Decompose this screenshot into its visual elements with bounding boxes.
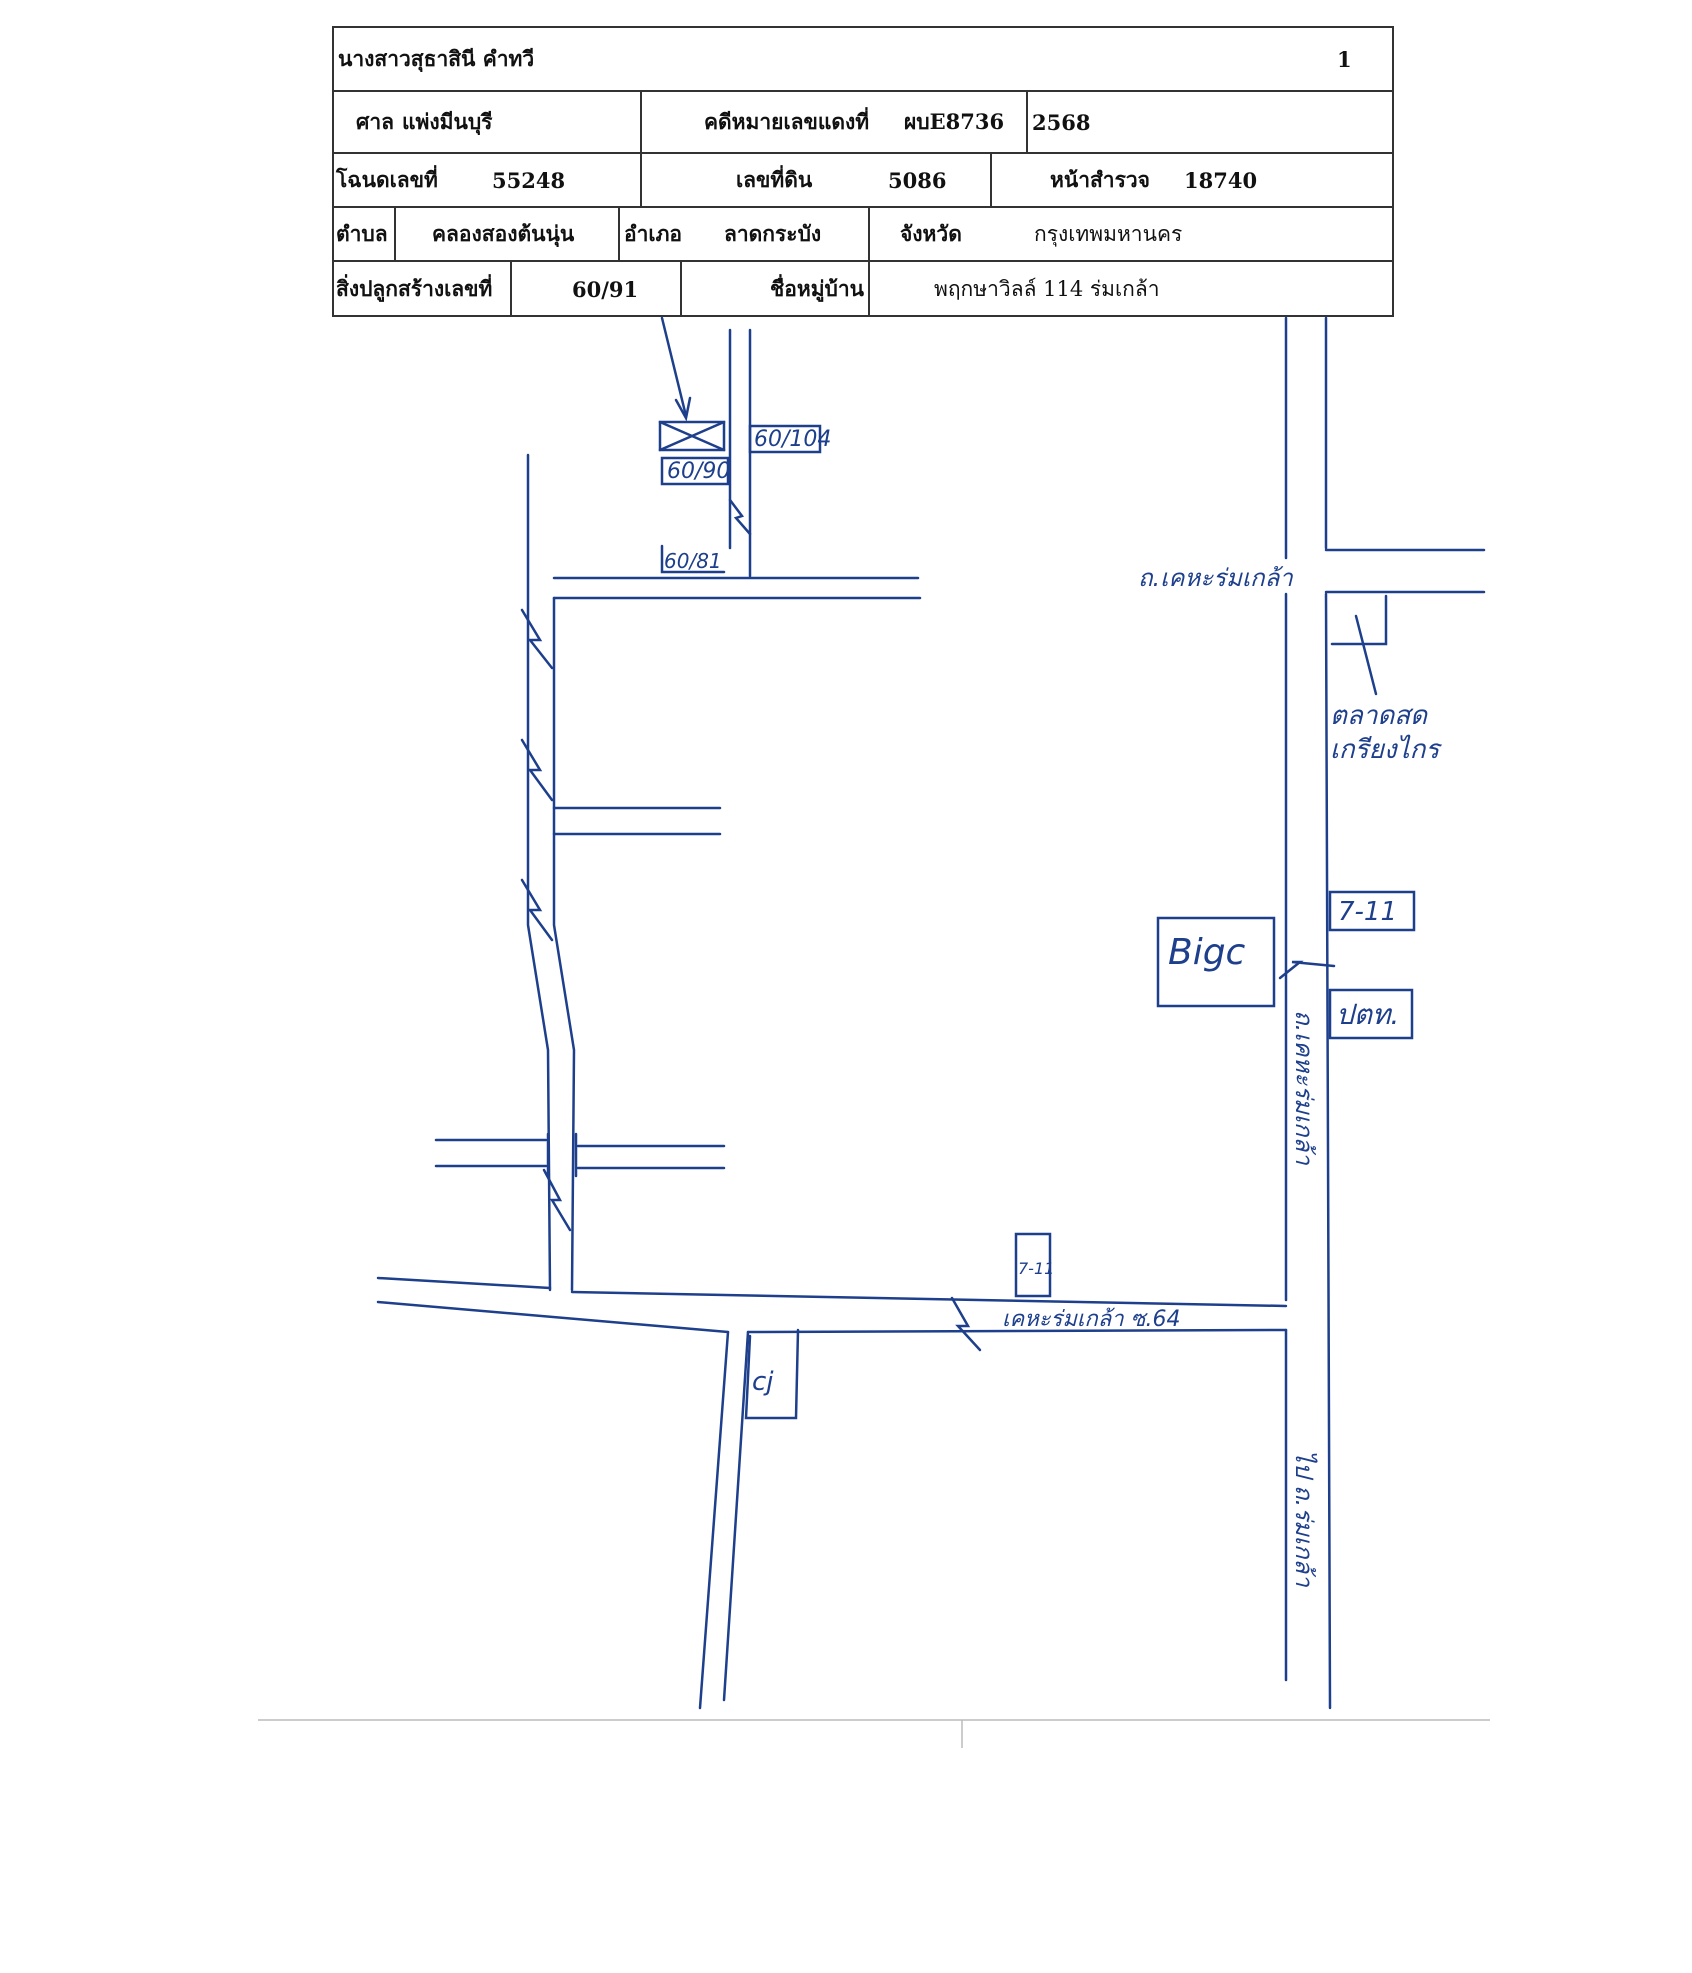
soi-64-label: เคหะร่มเกล้า ซ.64 [1002, 1307, 1180, 1332]
soi-vertical-top [728, 328, 752, 578]
village: พฤกษาวิลล์ 114 ร่มเกล้า [934, 277, 1160, 301]
land-label: เลขที่ดิน [736, 166, 813, 192]
house-label-box-60-90 [660, 456, 730, 486]
main-road-keha-romklao [1278, 316, 1486, 1710]
building-label-cell: สิ่งปลูกสร้างเลขที่ [334, 262, 510, 317]
house-label-60-104: 60/104 [754, 427, 831, 452]
store-7-11: 7-11 [1338, 897, 1397, 927]
deed-number: 55248 [492, 167, 566, 193]
owner-name: นางสาวสุธาสินี คำทวี [338, 45, 535, 71]
case-number: ผบE8736 [904, 108, 1005, 134]
village-label-cell: ชื่อหมู่บ้าน [680, 262, 868, 317]
market-label-line1: ตลาดสด [1330, 701, 1428, 731]
owner-row: นางสาวสุธาสินี คำทวี 1 [334, 28, 1392, 92]
survey-label: หน้าสำรวจ [1050, 166, 1150, 192]
case-label: คดีหมายเลขแดงที่ [704, 108, 870, 134]
store-7-11-soi64-box [1014, 1232, 1052, 1298]
subdistrict-label-cell: ตำบล [334, 208, 394, 260]
village-cell: พฤกษาวิลล์ 114 ร่มเกล้า [868, 262, 1392, 317]
house-label-60-90: 60/90 [667, 459, 730, 484]
store-7-11-box [1328, 890, 1416, 932]
district: ลาดกระบัง [724, 220, 822, 246]
district-label: อำเภอ [624, 220, 683, 246]
deed-label: โฉนดเลขที่ [336, 166, 438, 192]
soi-horizontal-top [552, 576, 922, 600]
land-number-cell: เลขที่ดิน 5086 [640, 154, 990, 206]
bigc-label: Bigc [1168, 932, 1246, 973]
building-label: สิ่งปลูกสร้างเลขที่ [336, 276, 493, 301]
province: กรุงเทพมหานคร [1034, 221, 1183, 246]
house-label-60-81: 60/81 [664, 549, 722, 573]
location-row: ตำบล คลองสองต้นนุ่น อำเภอ ลาดกระบัง จังห… [334, 208, 1392, 262]
ptt-box [1328, 988, 1414, 1040]
court-name: แพ่งมีนบุรี [402, 108, 493, 134]
case-number-cell: คดีหมายเลขแดงที่ ผบE8736 [640, 92, 1026, 152]
house-label-box-60-81 [660, 544, 726, 574]
soi-64-road [376, 1276, 1288, 1710]
building-number-cell: 60/91 [510, 262, 680, 317]
side-soi-middle [552, 806, 722, 836]
page-number-cell: 1 [1337, 28, 1377, 90]
subdistrict-label: ตำบล [336, 220, 388, 246]
bigc-box [1156, 916, 1276, 1008]
market-marker [1330, 594, 1388, 696]
subdistrict-cell: คลองสองต้นนุ่น [394, 208, 618, 260]
survey-cell: หน้าสำรวจ 18740 [990, 154, 1392, 206]
cj-store: cj [752, 1367, 774, 1397]
to-romklao-label: ไป ถ.ร่มเกล้า [1290, 1450, 1318, 1588]
province-label: จังหวัด [900, 220, 962, 246]
province-cell: จังหวัด กรุงเทพมหานคร [868, 208, 1392, 260]
case-year: 2568 [1032, 109, 1091, 135]
cross-soi-lower [434, 1132, 726, 1178]
survey-number: 18740 [1184, 167, 1258, 193]
market-label-line2: เกรียงไกร [1330, 734, 1442, 765]
building-row: สิ่งปลูกสร้างเลขที่ 60/91 ชื่อหมู่บ้าน พ… [334, 262, 1392, 317]
court-label: ศาล [356, 108, 394, 134]
case-year-cell: 2568 [1026, 92, 1392, 152]
page-number: 1 [1337, 46, 1352, 72]
road-vertical-label: ถ.เคหะร่มเกล้า [1290, 1010, 1318, 1166]
pointer-arrow [660, 316, 692, 422]
court-row: ศาล แพ่งมีนบุรี คดีหมายเลขแดงที่ ผบE8736… [334, 92, 1392, 154]
owner-name-cell: นางสาวสุธาสินี คำทวี [338, 28, 1238, 90]
subject-house-marker [658, 420, 726, 452]
deed-cell: โฉนดเลขที่ 55248 [334, 154, 640, 206]
court-cell: ศาล แพ่งมีนบุรี [334, 92, 640, 152]
ptt-label: ปตท. [1336, 998, 1399, 1031]
cj-store-box [744, 1328, 800, 1420]
subdistrict: คลองสองต้นนุ่น [432, 220, 575, 246]
deed-row: โฉนดเลขที่ 55248 เลขที่ดิน 5086 หน้าสำรว… [334, 154, 1392, 208]
village-label: ชื่อหมู่บ้าน [770, 276, 865, 301]
building-number: 60/91 [572, 277, 639, 302]
store-7-11-soi64: 7-11 [1018, 1259, 1054, 1278]
district-cell: อำเภอ ลาดกระบัง [618, 208, 868, 260]
land-number: 5086 [888, 167, 947, 193]
case-info-table: นางสาวสุธาสินี คำทวี 1 ศาล แพ่งมีนบุรี ค… [332, 26, 1394, 317]
road-top-label: ถ.เคหะร่มเกล้า [1138, 564, 1294, 592]
